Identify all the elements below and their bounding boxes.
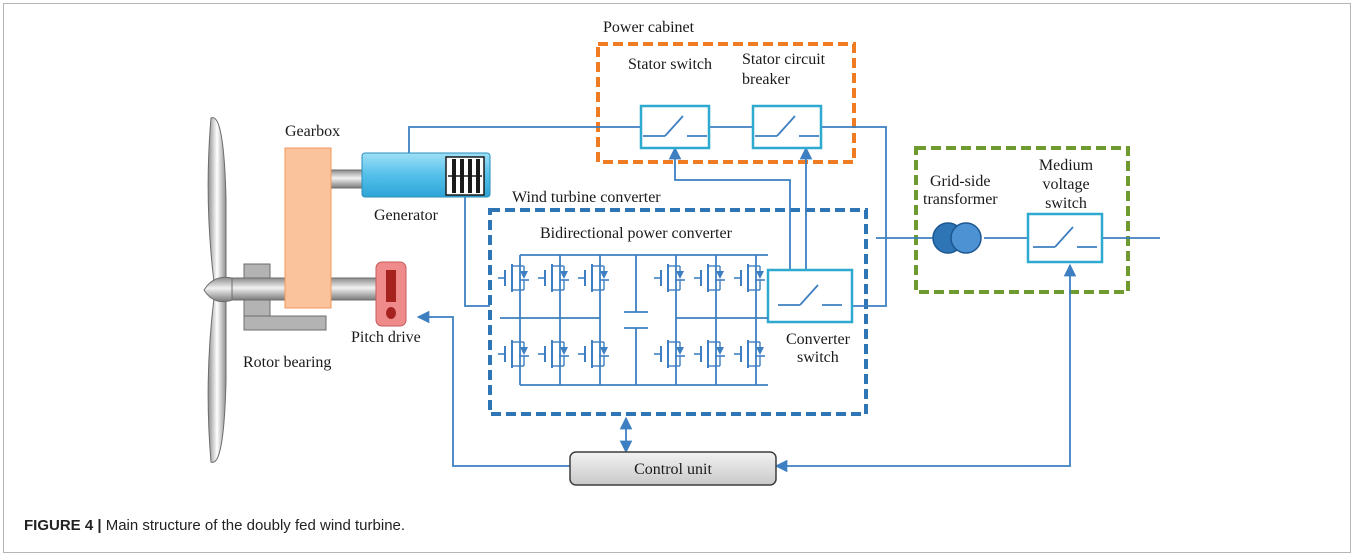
generator [361,152,491,198]
gearbox-label: Gearbox [285,123,340,140]
pitch-drive-label: Pitch drive [351,329,421,346]
control-unit: Control unit [569,451,777,486]
stator-switch-label: Stator switch [628,56,712,73]
grid-border [914,146,1130,294]
converter-switch-label-1: Converter [786,331,851,348]
stator-circuit-breaker-label-2: breaker [742,71,791,88]
control-unit-label: Control unit [634,461,712,478]
power-cabinet-label: Power cabinet [603,19,695,36]
gearbox [284,147,332,309]
figure-caption: FIGURE 4 | Main structure of the doubly … [24,517,405,534]
generator-label: Generator [374,207,439,224]
medium-voltage-switch-label-1: Medium [1039,157,1094,174]
wind-turbine-diagram: Control unit Power cabinet Stator switch… [203,19,1160,486]
power-cabinet-border [596,42,856,164]
transformer-icon [932,222,982,254]
caption-text: Main structure of the doubly fed wind tu… [101,517,406,534]
rotor-bearing-label: Rotor bearing [243,354,331,371]
figure-frame [3,3,1351,553]
medium-voltage-switch [1026,212,1104,264]
converter-switch-label-2: switch [797,349,839,366]
caption-label: FIGURE 4 | [24,517,102,534]
grid-side-transformer-label-2: transformer [923,191,998,208]
bidirectional-power-converter-label: Bidirectional power converter [540,225,733,242]
medium-voltage-switch-label-2: voltage [1042,176,1089,193]
igbt-switches [497,263,766,369]
wind-turbine-converter-label: Wind turbine converter [512,189,661,206]
pitch-drive [375,261,407,327]
stator-circuit-breaker [751,104,823,150]
medium-voltage-switch-label-3: switch [1045,195,1087,212]
wind-turbine-converter-border [488,208,868,416]
stator-switch [639,104,711,150]
stator-circuit-breaker-label-1: Stator circuit [742,51,826,68]
power-converter-circuit [500,254,768,386]
converter-switch [766,268,854,324]
turbine-blades [203,117,233,463]
grid-side-transformer-label-1: Grid-side [930,173,990,190]
power-wiring [408,126,1160,473]
